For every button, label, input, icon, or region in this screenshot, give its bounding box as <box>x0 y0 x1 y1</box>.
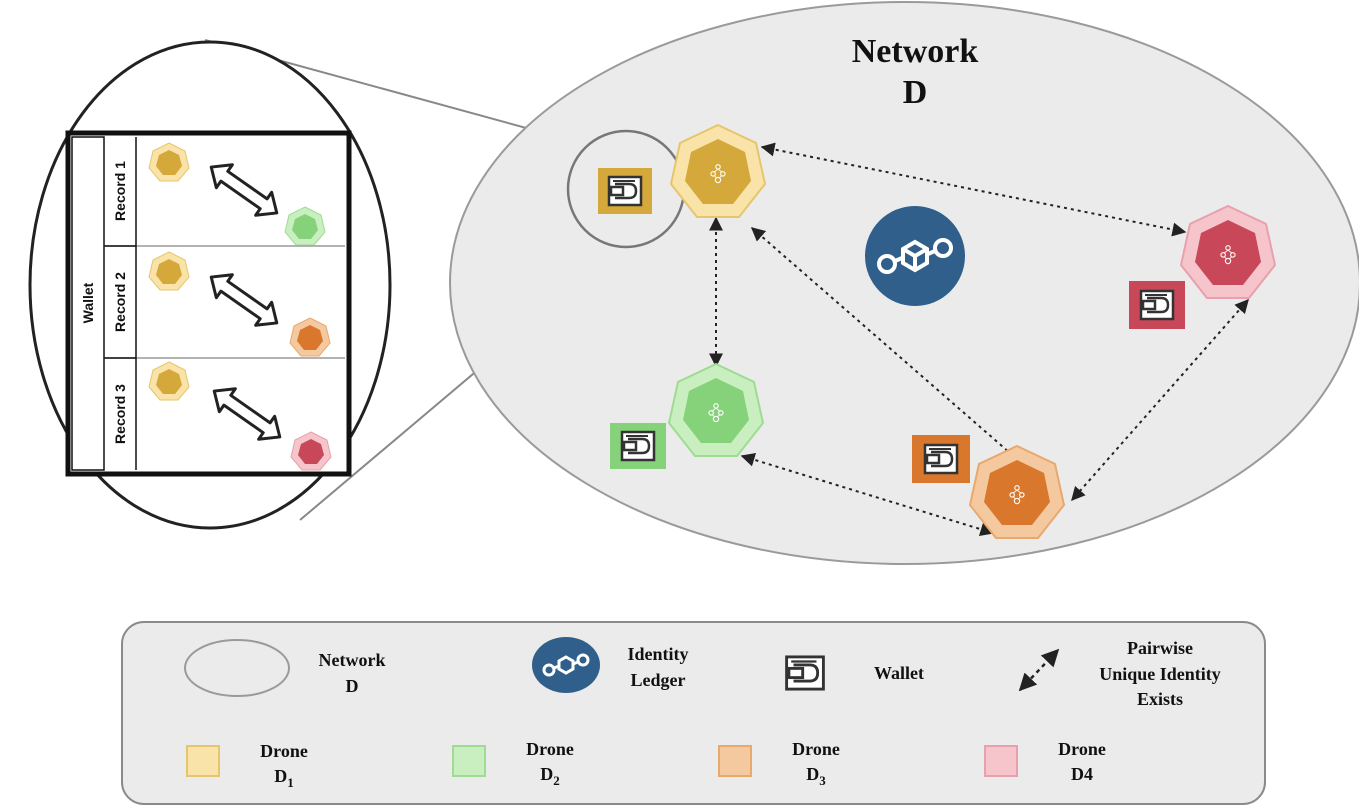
legend-drone3-swatch <box>718 745 752 777</box>
legend-drone2-sub: 2 <box>553 773 560 788</box>
legend-drone1-word: Drone <box>260 741 308 761</box>
legend-drone1-id: D1 <box>274 766 294 790</box>
legend-drone4-base: D <box>1071 764 1084 784</box>
legend-drone2-word: Drone <box>526 739 574 759</box>
wallet-icon <box>1139 289 1175 321</box>
legend-drone4-sub: 4 <box>1084 764 1093 784</box>
wallet-icon <box>607 175 643 207</box>
record3-drone-d4 <box>290 431 332 471</box>
legend-drone4-id: D4 <box>1071 764 1093 784</box>
link-d1-d4 <box>760 142 1187 237</box>
pairwise-links <box>709 142 1249 536</box>
network-title-line2: D <box>903 74 928 111</box>
wallet-icon <box>620 430 656 462</box>
record-label-3: Record 3 <box>112 384 128 444</box>
drone-d1 <box>669 123 767 218</box>
legend-pairwise-line2: Unique Identity <box>1099 664 1221 684</box>
legend-network-line1: Network <box>319 650 386 670</box>
record2-drone-d3 <box>289 317 331 357</box>
legend-drone3-word: Drone <box>792 739 840 759</box>
wallet-icon <box>923 443 959 475</box>
record2-exchange-arrow <box>209 273 279 327</box>
legend-link-arrow <box>1018 648 1060 692</box>
record-label-1: Record 1 <box>112 161 128 221</box>
legend-drone4-word: Drone <box>1058 739 1106 759</box>
identity-ledger <box>865 206 965 306</box>
record-label-2: Record 2 <box>112 272 128 332</box>
legend-network-line2: D <box>346 676 359 696</box>
blockchain-ledger-icon <box>877 238 953 274</box>
legend-network-swatch <box>184 639 290 697</box>
legend-drone2-base: D <box>540 764 553 784</box>
record3-exchange-arrow <box>212 387 282 441</box>
legend-box <box>121 621 1266 805</box>
legend-drone4-swatch <box>984 745 1018 777</box>
wallet-label: Wallet <box>80 282 96 323</box>
legend-pairwise-line1: Pairwise <box>1127 638 1193 658</box>
legend-drone1-swatch <box>186 745 220 777</box>
legend-ledger-swatch <box>532 637 600 693</box>
drone-d2 <box>667 362 765 457</box>
record2-drone-d1 <box>148 251 190 291</box>
drone-d3 <box>968 444 1066 539</box>
legend-drone1-base: D <box>274 766 287 786</box>
legend-wallet-label: Wallet <box>874 663 924 683</box>
wallet-label-column <box>71 136 105 471</box>
link-d2-d3 <box>740 453 995 536</box>
legend-drone3-sub: 3 <box>819 773 826 788</box>
link-d1-d3 <box>750 227 1020 461</box>
legend-ledger-line2: Ledger <box>631 670 686 690</box>
record3-drone-d1 <box>148 361 190 401</box>
wallet-table <box>65 130 352 477</box>
drone-d4 <box>1179 204 1277 299</box>
legend-drone3-id: D3 <box>806 764 826 788</box>
blockchain-ledger-icon <box>542 653 590 677</box>
link-d4-d3 <box>1071 298 1249 502</box>
record1-exchange-arrow <box>209 163 279 217</box>
legend-drone1-sub: 1 <box>287 775 294 790</box>
legend-ledger-line1: Identity <box>627 644 688 664</box>
legend-drone3-base: D <box>806 764 819 784</box>
record1-drone-d2 <box>284 206 326 246</box>
legend-wallet-icon <box>784 655 826 691</box>
record1-drone-d1 <box>148 142 190 182</box>
legend-drone2-id: D2 <box>540 764 560 788</box>
legend-pairwise-line3: Exists <box>1137 689 1183 709</box>
legend-drone2-swatch <box>452 745 486 777</box>
network-title-line1: Network <box>852 33 979 70</box>
